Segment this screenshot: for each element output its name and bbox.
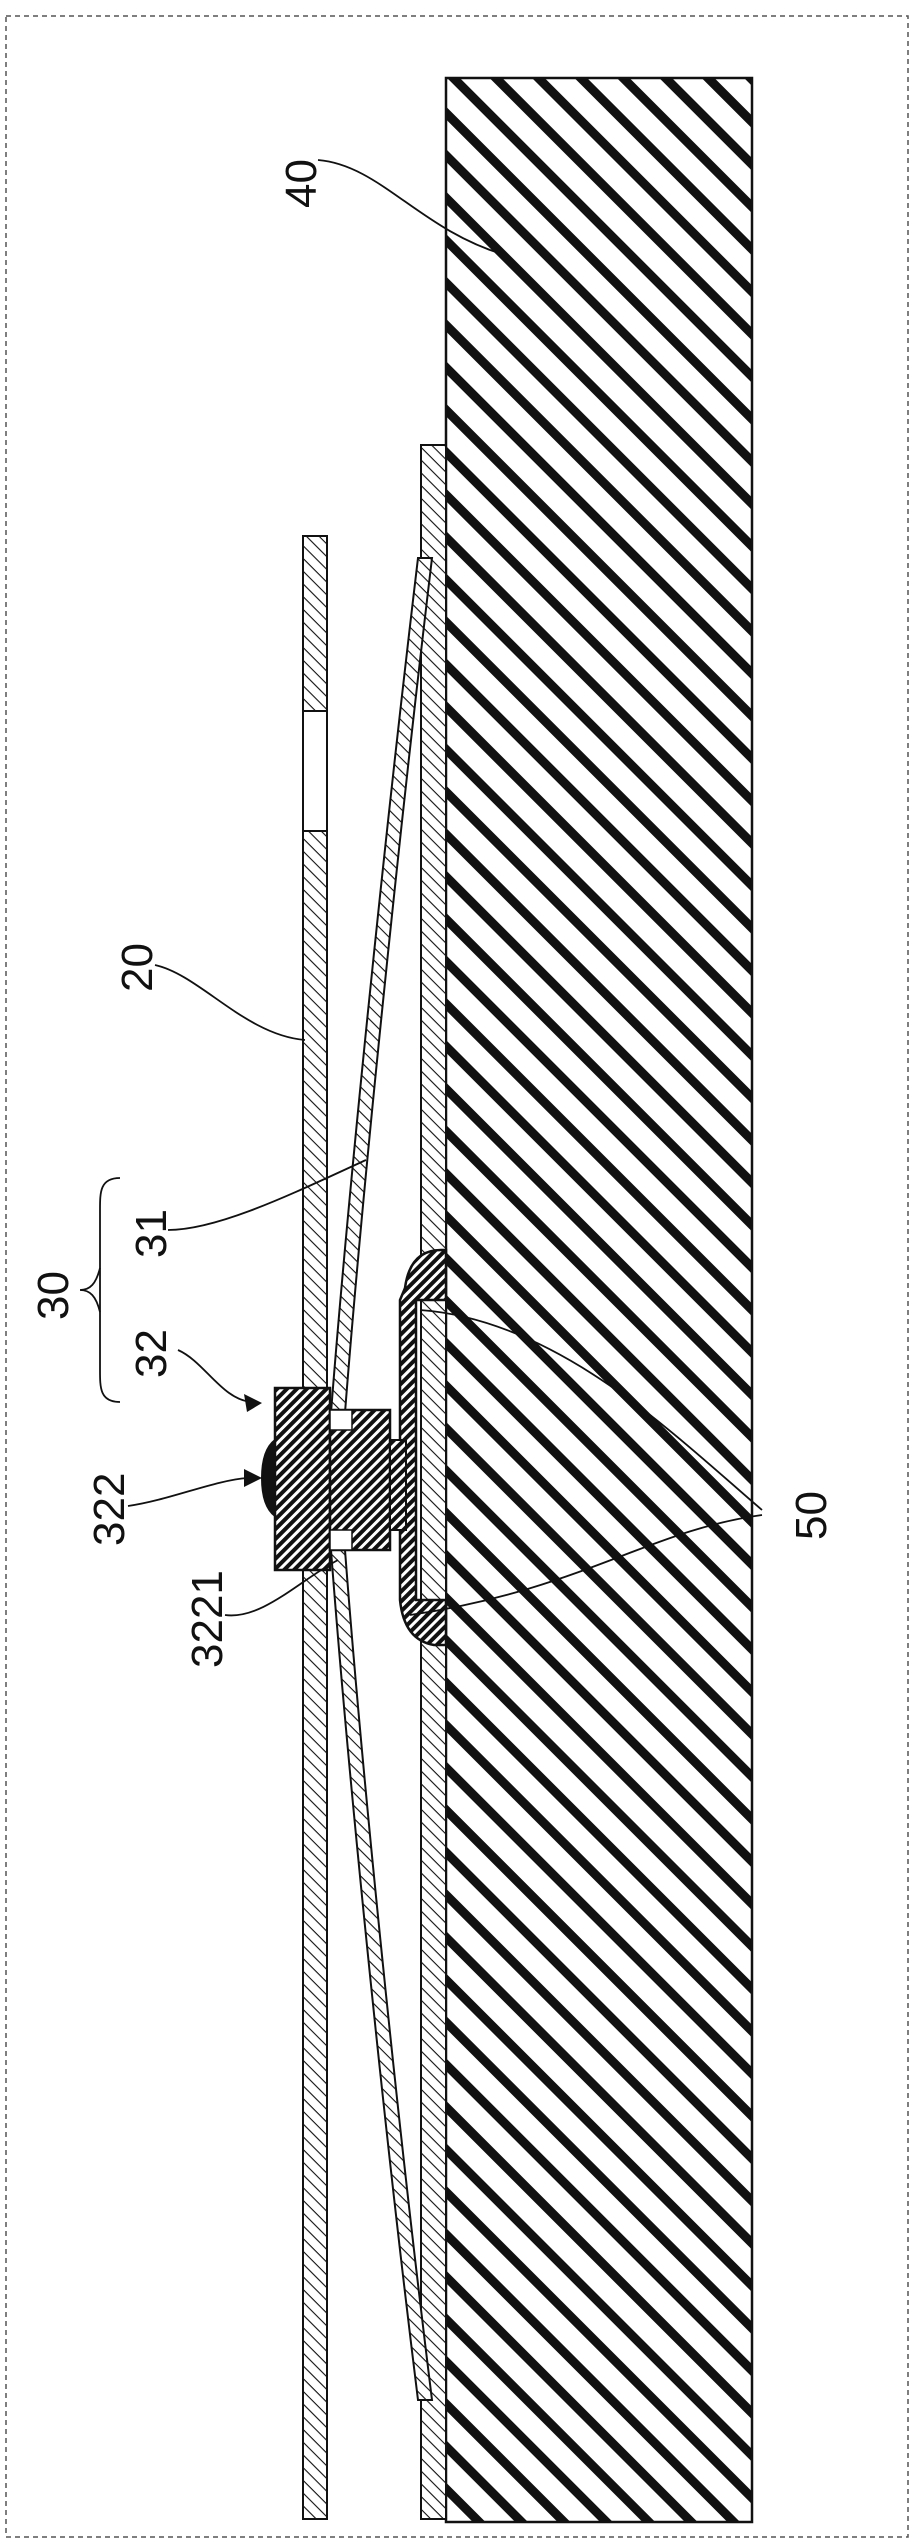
top-plate-20-lower [303,831,327,2519]
label-3221: 3221 [183,1570,232,1668]
label-32: 32 [127,1329,176,1378]
top-plate-20-window [303,711,327,831]
label-20: 20 [113,943,162,992]
label-322: 322 [85,1473,134,1546]
leader-322 [128,1478,248,1506]
label-50: 50 [787,1491,836,1540]
base-plate-40 [446,78,752,2522]
leader-20 [155,965,305,1040]
label-40: 40 [277,159,326,208]
label-30: 30 [29,1271,78,1320]
leader-32 [178,1350,252,1402]
fastener-32-cap [275,1388,330,1570]
base-cover-strip [421,445,446,2519]
leader-31 [168,1160,366,1230]
fastener-32-shank [330,1410,390,1550]
label-31: 31 [127,1209,176,1258]
fastener-head-322 [262,1440,275,1516]
fastener-tab-3221 [390,1440,406,1530]
arrow-32 [244,1394,262,1412]
top-plate-20-upper [303,536,327,711]
fastener-32-gap-top [330,1410,352,1430]
arrow-322 [244,1469,262,1487]
fastener-32-gap-bottom [330,1530,352,1550]
bracket-30-tip [80,1268,100,1312]
bracket-30 [100,1178,120,1402]
